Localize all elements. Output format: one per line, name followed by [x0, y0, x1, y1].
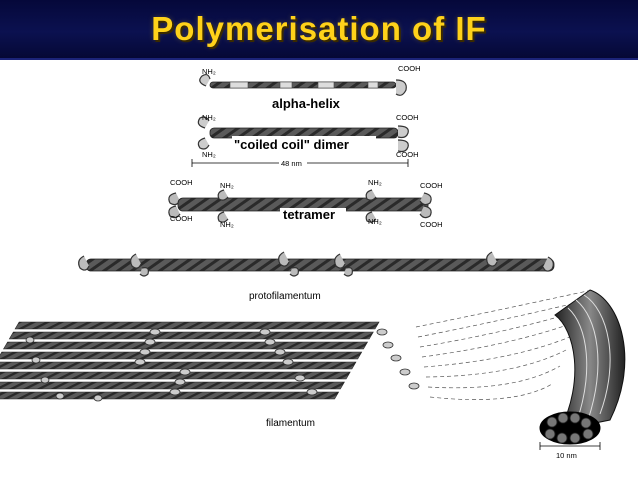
- tetramer-cooh-left-top-label: COOH: [170, 178, 193, 187]
- filament-bundle: [0, 321, 420, 402]
- tetramer-cooh-right-top-label: COOH: [420, 181, 443, 190]
- alpha-helix-cooh-label: COOH: [398, 64, 421, 73]
- dimer-nh2-top-label: NH₂: [202, 113, 216, 122]
- dimer-nh2-bottom-label: NH₂: [202, 150, 216, 159]
- scale-10nm-label: 10 nm: [556, 451, 577, 460]
- slide-title: Polymerisation of IF: [151, 10, 487, 47]
- alpha-helix-label: alpha-helix: [272, 96, 341, 111]
- protofilament-label: protofilamentum: [249, 291, 321, 302]
- tetramer-label-bg: [280, 208, 346, 222]
- title-bar: Polymerisation of IF: [0, 0, 638, 60]
- dimension-48nm-label: 48 nm: [281, 159, 302, 168]
- polymerisation-diagram: NH₂ COOH alpha-helix NH₂ COOH NH₂ COOH "…: [0, 64, 626, 460]
- alpha-helix-molecule: [199, 73, 407, 96]
- dimension-label-bg: [279, 158, 307, 168]
- scale-10nm: [539, 442, 601, 450]
- tetramer-molecule: [168, 189, 432, 223]
- dimer-cooh-top-label: COOH: [396, 113, 419, 122]
- filament-label: filamentum: [266, 418, 315, 429]
- filament-tube-3d: [539, 289, 626, 445]
- protofilament-strand: [78, 251, 555, 277]
- coiled-coil-dimer-label: "coiled coil" dimer: [234, 137, 349, 152]
- alpha-helix-nh2-label: NH₂: [202, 67, 216, 76]
- tetramer-cooh-right-bottom-label: COOH: [420, 220, 443, 229]
- connector-lines: [415, 289, 593, 400]
- tetramer-nh2-left-top-label: NH₂: [220, 181, 234, 190]
- tetramer-nh2-right-bottom-label: NH₂: [368, 217, 382, 226]
- tetramer-nh2-left-bottom-label: NH₂: [220, 220, 234, 229]
- dimer-label-bg: [232, 136, 376, 152]
- tetramer-label: tetramer: [283, 207, 335, 222]
- tetramer-cooh-left-bottom-label: COOH: [170, 214, 193, 223]
- tetramer-nh2-right-top-label: NH₂: [368, 178, 382, 187]
- dimer-cooh-bottom-label: COOH: [396, 150, 419, 159]
